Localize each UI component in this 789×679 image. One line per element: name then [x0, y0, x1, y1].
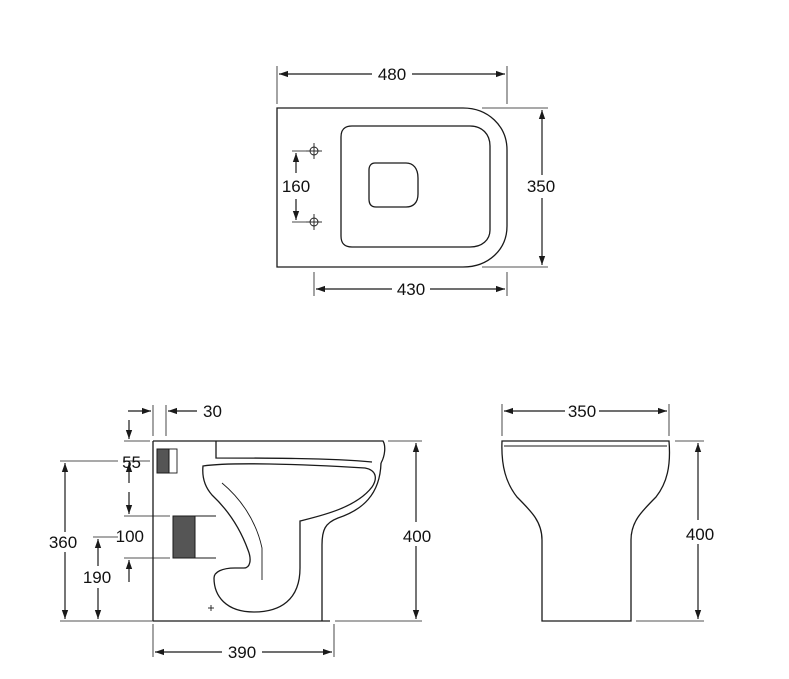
dim-360-label: 360 — [49, 533, 77, 552]
side-outlet-hatched — [172, 515, 196, 559]
side-fixing-mark-icon — [208, 605, 214, 611]
dim-400-front-label: 400 — [686, 525, 714, 544]
plan-bowl-rim — [340, 125, 491, 248]
plan-waste-opening — [368, 162, 419, 208]
side-bowl-inner — [202, 463, 376, 613]
side-rim-lip — [215, 441, 373, 463]
side-view: 30 55 100 360 190 400 — [49, 402, 431, 662]
plan-outer-outline — [276, 107, 508, 268]
side-trapway — [221, 482, 263, 580]
side-top-rim — [213, 440, 386, 464]
dim-390-label: 390 — [228, 643, 256, 662]
dim-55-label: 55 — [122, 453, 141, 472]
dim-160-label: 160 — [282, 177, 310, 196]
fixing-hole-icon — [306, 143, 322, 159]
dim-350-plan-label: 350 — [527, 177, 555, 196]
dim-350-front-label: 350 — [568, 402, 596, 421]
front-view: 350 400 — [501, 402, 714, 622]
dim-190-label: 190 — [83, 568, 111, 587]
dim-100-label: 100 — [116, 527, 144, 546]
fixing-hole-icon — [306, 214, 322, 230]
side-front-profile — [321, 462, 382, 621]
dim-430-label: 430 — [397, 280, 425, 299]
dim-400-side-label: 400 — [403, 527, 431, 546]
dim-30-label: 30 — [203, 402, 222, 421]
plan-view: 480 350 160 430 — [276, 65, 555, 299]
front-outline — [501, 440, 671, 622]
side-inlet-box — [168, 448, 178, 474]
dim-480-label: 480 — [378, 65, 406, 84]
side-inlet-hatched — [156, 448, 170, 474]
